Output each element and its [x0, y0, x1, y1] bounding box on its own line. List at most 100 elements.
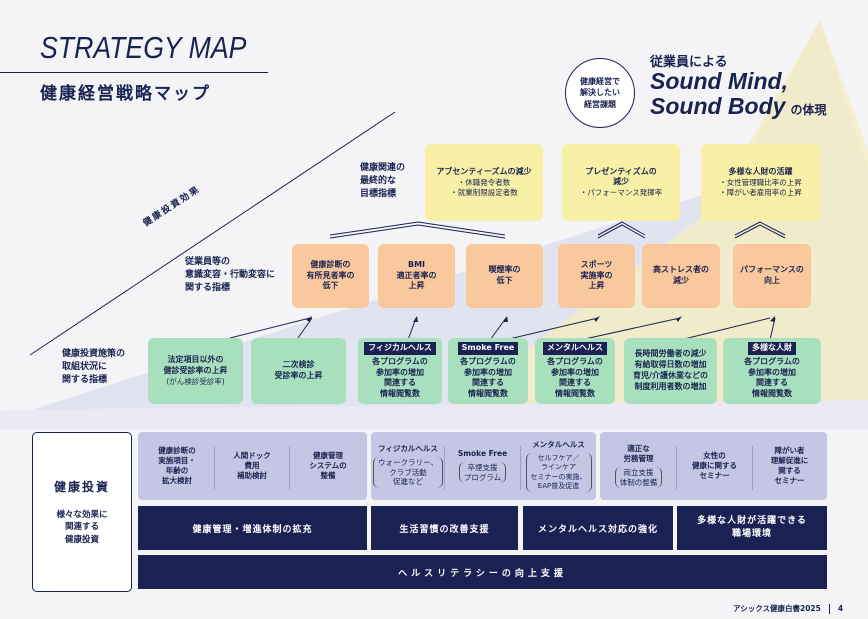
box-line: 情報閲覧数 [468, 389, 508, 399]
item-line: 費用 [244, 460, 260, 470]
behavior-indicator-label: 従業員等の 意識変容・行動変容に 関する指標 [185, 256, 275, 295]
item-line: 理解促進に [770, 455, 809, 465]
final-box-absenteeism: アブセンティーズムの減少 ・休職発令者数 ・就業制限設定者数 [425, 144, 543, 221]
final-box-presenteeism: プレゼンティズムの 減少 ・パフォーマンス発揮率 [562, 144, 680, 221]
box-line: 上昇 [588, 281, 605, 291]
box-line: 参加率の増加 [551, 367, 599, 377]
item-paren: 両立支援 体制の整備 [614, 466, 663, 489]
measure-box-diversity: 多様な人財 各プログラムの 参加率の増加 関連する 情報閲覧数 [723, 338, 821, 404]
box-item: ・パフォーマンス発揮率 [579, 188, 663, 198]
measure-indicator-label: 健康投資施策の 取組状況に 関する指標 [62, 348, 125, 387]
measure-box-secondary: 二次検診 受診率の上昇 [251, 338, 346, 404]
item-line: 関する [778, 466, 801, 475]
box-line: 育児/介護休業などの [633, 371, 708, 380]
issue-line: 健康経営で [580, 77, 620, 87]
behavior-box-sports: スポーツ 実施率の 上昇 [558, 244, 635, 308]
box-title: アブセンティーズムの減少 [436, 166, 532, 176]
issue-line: 経営課題 [584, 99, 616, 109]
behavior-box-performance: パフォーマンスの 向上 [733, 244, 811, 308]
separator [289, 446, 290, 490]
box-line: 情報閲覧数 [752, 389, 792, 399]
box-line: 情報閲覧数 [380, 389, 420, 399]
investment-desc: 様々な効果に [56, 510, 108, 521]
box-line: 高ストレス者の [653, 265, 709, 275]
pillar-diversity-text: 多様な人財が活躍できる職場環境 [697, 515, 807, 540]
label-line: 健康関連の [360, 163, 406, 173]
box-line: 上昇 [408, 281, 425, 291]
box-line: 低下 [496, 276, 513, 285]
box-line: 健康診断の [310, 259, 351, 269]
footer: アシックス健康白書2025 4 [733, 603, 843, 614]
item-line: システムの [309, 460, 347, 470]
label-line: 関する指標 [185, 283, 231, 294]
item-line: セミナー [774, 476, 805, 486]
invest-item-smokefree: Smoke Free 卒煙支援 プログラム [445, 434, 520, 498]
footer-text: アシックス健康白書2025 [733, 604, 821, 613]
foundation-bar: ヘルスリテラシーの向上支援 [138, 555, 827, 589]
goal-suffix: の体現 [790, 103, 827, 117]
box-line: 参加率の増加 [464, 367, 512, 377]
box-line: 参加率の増加 [748, 367, 796, 377]
issue-circle: 健康経営で 解決したい 経営課題 [565, 58, 635, 128]
pillar-health-management: 健康管理・増進体制の拡充 [138, 506, 367, 550]
final-box-diversity: 多様な人財の活躍 ・女性管理職比率の上昇 ・障がい者雇用率の上昇 [701, 144, 820, 221]
page-title: STRATEGY MAP [40, 30, 247, 65]
label-line: 目標指標 [360, 189, 397, 200]
investment-title: 健康投資 [53, 480, 110, 495]
box-line: 関連する [756, 378, 788, 388]
separator [520, 446, 521, 490]
box-line: 関連する [472, 378, 504, 388]
separator [752, 446, 753, 490]
investment-desc: 健康投資 [64, 534, 99, 545]
item-line: 健康診断の [158, 445, 196, 455]
item-line: 人間ドック [233, 450, 271, 460]
invest-item-dock: 人間ドック 費用 補助検討 [215, 434, 289, 498]
box-note: (がん検診受診率) [166, 376, 225, 386]
box-line: 参加率の増加 [376, 367, 424, 377]
box-line: スポーツ [580, 259, 613, 269]
box-line: 適正者率の [396, 270, 437, 280]
box-line: 長時間労働者の減少 [634, 349, 707, 359]
item-paren: セルフケア／ ラインケア セミナーの実施、 EAP普及促進 [525, 453, 592, 492]
goal-prefix: 従業員による [650, 55, 728, 70]
label-line: 最終的な [360, 176, 397, 187]
box-line: 法定項目以外の [167, 355, 224, 365]
item-line: 健康管理 [313, 450, 343, 460]
box-line: パフォーマンスの [740, 265, 804, 275]
box-item: ・休職発令者数 [457, 177, 511, 187]
box-line: 各プログラムの [744, 356, 800, 366]
label-line: 従業員等の [185, 257, 231, 267]
box-line: 各プログラムの [372, 356, 428, 366]
item-line: 実施項目・ [158, 455, 196, 465]
item-line: 補助検討 [237, 471, 267, 481]
footer-divider [828, 603, 830, 614]
box-line: 受診率の上昇 [274, 371, 323, 380]
invest-item-mental: メンタルヘルス セルフケア／ ラインケア セミナーの実施、 EAP普及促進 [521, 434, 596, 498]
box-line: 低下 [322, 281, 339, 291]
item-line: Smoke Free [457, 448, 508, 458]
paren-line: プログラム [463, 472, 502, 482]
measure-box-checkup: 法定項目以外の 健診受診率の上昇 (がん検診受診率) [148, 338, 243, 404]
item-line: 女性の [703, 450, 726, 460]
box-line: 関連する [384, 378, 416, 388]
final-indicator-label: 健康関連の 最終的な 目標指標 [360, 162, 405, 201]
investment-box: 健康投資 様々な効果に 関連する 健康投資 [32, 432, 132, 592]
box-line: 関連する [559, 378, 591, 388]
investment-desc: 関連する [64, 522, 99, 533]
box-line: BMI [407, 259, 426, 269]
box-line: 喫煙率の [488, 265, 521, 275]
box-line: 有給取得日数の増加 [634, 360, 707, 370]
issue-line: 解決したい [580, 88, 620, 98]
paren-line: セルフケア／ [537, 454, 580, 463]
invest-item-women: 女性の 健康に関する セミナー [677, 434, 752, 498]
invest-panel-2 [371, 432, 596, 500]
item-line: 年齢の [165, 466, 189, 475]
box-line: 各プログラムの [460, 356, 516, 366]
invest-panel-1 [138, 432, 367, 500]
box-item: ・就業制限設定者数 [450, 187, 518, 197]
box-title: 多様な人財の活躍 [728, 166, 793, 176]
box-line: 各プログラムの [547, 356, 603, 366]
category-tag: Smoke Free [457, 342, 519, 355]
